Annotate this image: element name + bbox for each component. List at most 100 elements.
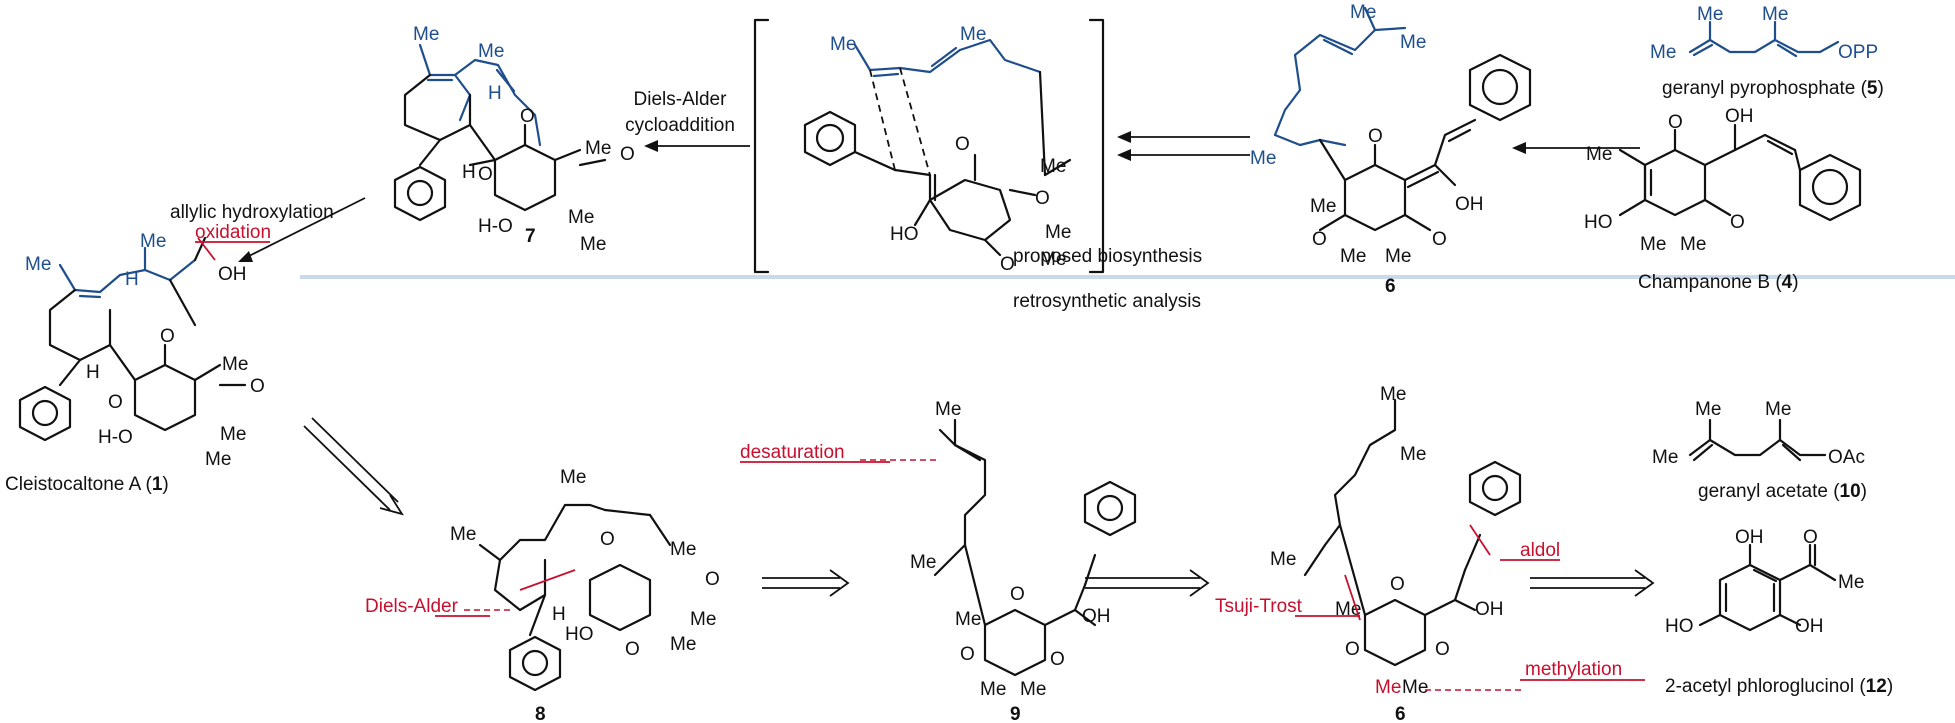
svg-text:7: 7	[525, 226, 536, 247]
svg-text:H: H	[125, 269, 139, 290]
svg-text:Me: Me	[935, 399, 961, 420]
compound-9: desaturation Me Me O OH Me O O Me Me 9	[740, 399, 1137, 723]
svg-text:OH: OH	[1735, 527, 1764, 548]
svg-text:OH: OH	[1455, 194, 1484, 215]
svg-text:oxidation: oxidation	[195, 222, 271, 243]
svg-text:O: O	[1000, 254, 1015, 275]
svg-text:O: O	[1050, 649, 1065, 670]
svg-text:O: O	[625, 639, 640, 660]
svg-text:OAc: OAc	[1828, 447, 1865, 468]
svg-text:O: O	[1035, 188, 1050, 209]
compound-acetyl-phloroglucinol: OH O Me HO OH 2-acetyl phloroglucinol (1…	[1665, 527, 1893, 697]
svg-text:Me: Me	[220, 424, 246, 445]
svg-text:Me: Me	[1040, 249, 1066, 270]
svg-text:Me: Me	[1400, 32, 1426, 53]
svg-text:O: O	[705, 569, 720, 590]
svg-text:Diels-Alder: Diels-Alder	[365, 596, 459, 617]
svg-text:O: O	[1730, 212, 1745, 233]
label-geranyl-acetate: geranyl acetate (10)	[1698, 481, 1867, 502]
svg-text:O: O	[1435, 639, 1450, 660]
svg-text:O: O	[1432, 229, 1447, 250]
svg-text:8: 8	[535, 704, 546, 723]
svg-text:Me: Me	[205, 449, 231, 470]
svg-text:Me: Me	[1765, 399, 1791, 420]
svg-text:Me: Me	[1380, 384, 1406, 405]
svg-text:Me: Me	[1762, 4, 1788, 25]
svg-text:Me: Me	[1400, 444, 1426, 465]
svg-text:Me: Me	[585, 138, 611, 159]
step-allylic-hydroxylation: allylic hydroxylation	[170, 202, 334, 223]
label-cleistocaltone: Cleistocaltone A (1)	[5, 474, 169, 495]
svg-text:Me: Me	[25, 254, 51, 275]
svg-text:OH: OH	[1082, 606, 1111, 627]
compound-cleistocaltone-a: Me Me H H OH oxidation O Me O O H-O Me M…	[5, 222, 271, 495]
svg-text:Me: Me	[1040, 156, 1066, 177]
svg-text:Me: Me	[580, 234, 606, 255]
compound-6-bottom: Me Me Me O OH Me O O Me Me Tsuji-Trost a…	[1215, 384, 1645, 723]
svg-text:HO: HO	[1665, 616, 1694, 637]
svg-text:methylation: methylation	[1525, 659, 1622, 680]
svg-text:Me: Me	[1640, 234, 1666, 255]
svg-text:desaturation: desaturation	[740, 442, 845, 463]
svg-text:H-O: H-O	[98, 427, 133, 448]
svg-text:Me: Me	[1020, 679, 1046, 700]
svg-text:O: O	[1368, 126, 1383, 147]
svg-text:Me: Me	[1402, 677, 1428, 698]
svg-text:Me: Me	[222, 354, 248, 375]
svg-text:HO: HO	[890, 224, 919, 245]
svg-text:Tsuji-Trost: Tsuji-Trost	[1215, 596, 1303, 617]
compound-6-top: Me Me Me O OH O O Me Me Me 6	[1250, 2, 1532, 297]
compound-intermediate-bracket: Me Me O Me O HO O Me Me	[753, 18, 1105, 275]
svg-text:6: 6	[1395, 704, 1406, 723]
svg-text:Me: Me	[1838, 572, 1864, 593]
label-acetyl-phloroglucinol: 2-acetyl phloroglucinol (12)	[1665, 676, 1893, 697]
compound-geranyl-pyrophosphate: Me Me Me OPP geranyl pyrophosphate (5)	[1650, 4, 1884, 99]
svg-text:HO: HO	[1584, 212, 1613, 233]
svg-text:H-O: H-O	[478, 216, 513, 237]
svg-text:O: O	[520, 106, 535, 127]
svg-text:OH: OH	[1725, 106, 1754, 127]
svg-text:Me: Me	[980, 679, 1006, 700]
svg-text:OH: OH	[218, 264, 247, 285]
svg-text:O: O	[1010, 584, 1025, 605]
svg-text:Me: Me	[450, 524, 476, 545]
section-title-retrosynthesis: retrosynthetic analysis	[1013, 291, 1201, 312]
compound-geranyl-acetate: Me Me Me OAc geranyl acetate (10)	[1652, 399, 1867, 502]
svg-text:H: H	[86, 362, 100, 383]
label-champanone: Champanone B (4)	[1638, 272, 1799, 293]
svg-text:O: O	[620, 144, 635, 165]
svg-text:Me: Me	[1680, 234, 1706, 255]
svg-text:Me: Me	[670, 539, 696, 560]
svg-text:Me: Me	[690, 609, 716, 630]
compound-7: Me Me H H O Me O O H-O Me Me 7	[393, 24, 635, 255]
svg-text:Me: Me	[1652, 447, 1678, 468]
svg-text:Me: Me	[1340, 246, 1366, 267]
svg-text:O: O	[108, 392, 123, 413]
svg-text:Me: Me	[955, 609, 981, 630]
svg-text:O: O	[1345, 639, 1360, 660]
svg-text:Me: Me	[910, 552, 936, 573]
svg-text:H: H	[462, 162, 476, 183]
svg-text:O: O	[1803, 527, 1818, 548]
svg-text:Me: Me	[830, 34, 856, 55]
svg-text:Me: Me	[1385, 246, 1411, 267]
svg-text:HO: HO	[565, 624, 594, 645]
svg-text:Me: Me	[478, 41, 504, 62]
svg-text:aldol: aldol	[1520, 540, 1560, 561]
svg-text:H: H	[552, 604, 566, 625]
svg-text:Me: Me	[413, 24, 439, 45]
svg-text:9: 9	[1010, 704, 1021, 723]
svg-text:O: O	[160, 326, 175, 347]
svg-text:Me: Me	[1586, 144, 1612, 165]
svg-text:Me: Me	[1695, 399, 1721, 420]
svg-text:OH: OH	[1795, 616, 1824, 637]
svg-text:Me: Me	[1350, 2, 1376, 23]
svg-text:Me: Me	[568, 207, 594, 228]
svg-text:Me: Me	[960, 24, 986, 45]
compound-8: Me Me H O Me O HO O Me Me Diels-Alder 8	[365, 467, 720, 723]
label-geranyl-pp: geranyl pyrophosphate (5)	[1662, 78, 1884, 99]
svg-text:Me: Me	[1375, 677, 1401, 698]
svg-text:Me: Me	[1045, 222, 1071, 243]
svg-text:O: O	[600, 529, 615, 550]
